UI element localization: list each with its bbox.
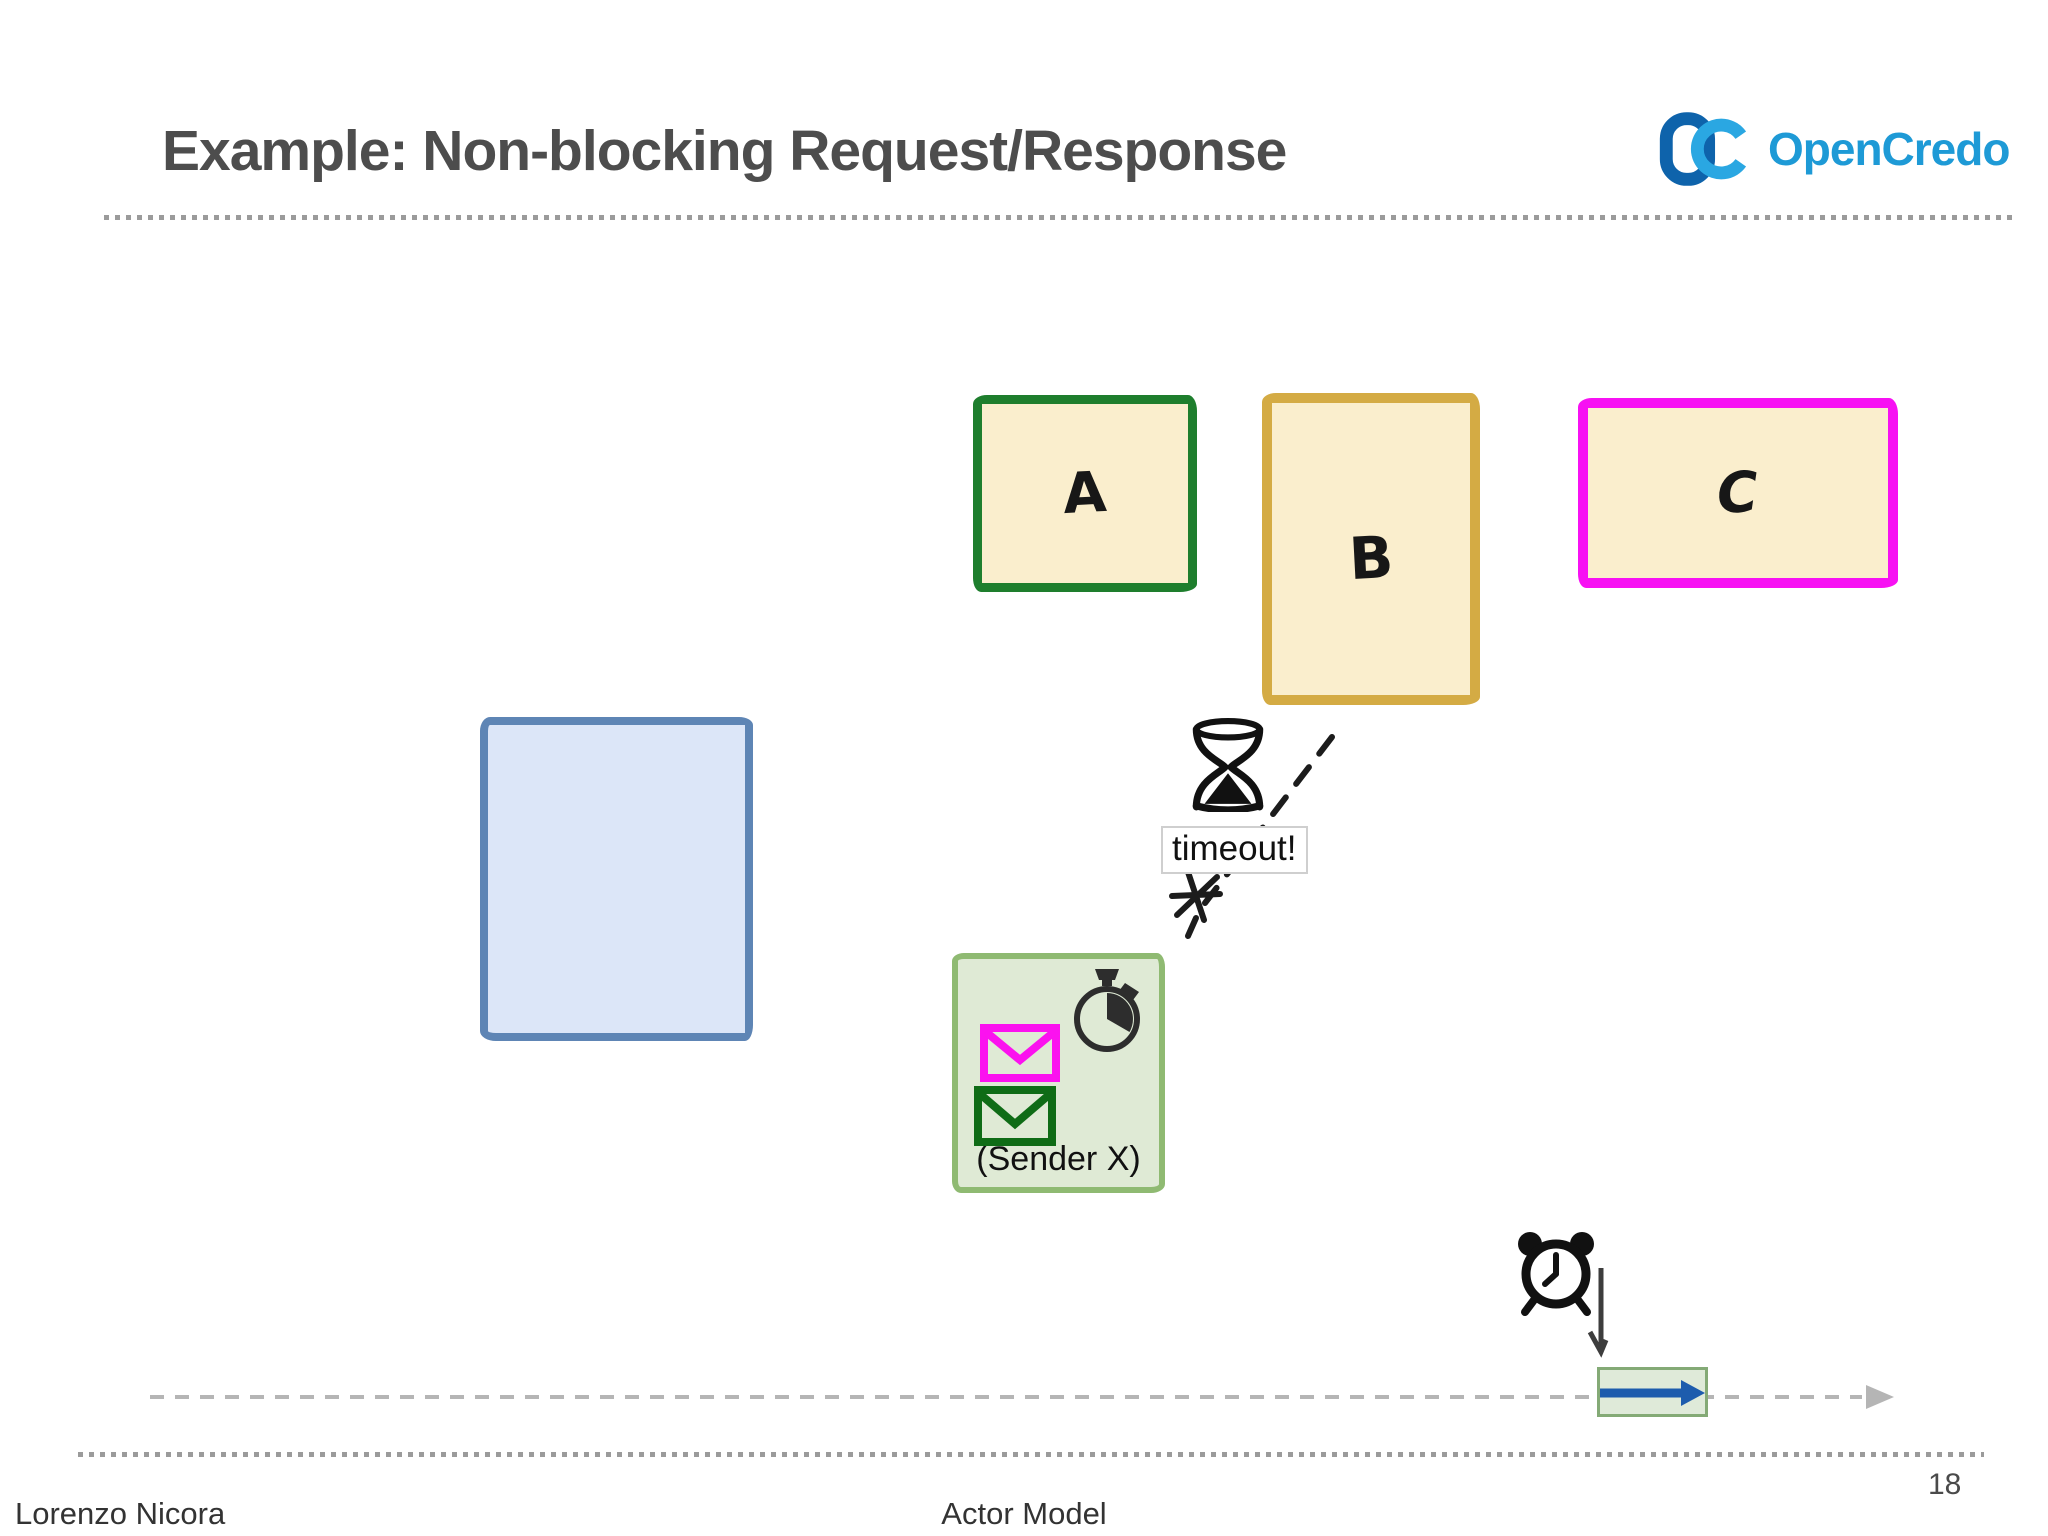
- timeline-progress-arrow: [1600, 1380, 1705, 1406]
- footer-deck-title: Actor Model: [941, 1496, 1107, 1531]
- actor-c-label: C: [1715, 459, 1761, 527]
- timeline-highlight-box: [1597, 1367, 1708, 1417]
- actor-box-a: A: [973, 395, 1197, 592]
- actor-box-c: C: [1578, 398, 1898, 588]
- actor-box-b: B: [1262, 393, 1480, 705]
- dropped-message-asterisk-icon: [1169, 869, 1223, 939]
- green-envelope-icon: [974, 1086, 1056, 1146]
- opencredo-logo: OpenCredo: [1658, 108, 2010, 190]
- opencredo-logo-text: OpenCredo: [1768, 123, 2010, 175]
- alarm-clock-icon: [1513, 1228, 1599, 1316]
- header-divider: [104, 215, 2012, 220]
- hourglass-icon: [1182, 716, 1274, 812]
- footer-divider: [78, 1452, 1984, 1457]
- stopwatch-icon: [1066, 966, 1148, 1056]
- sender-box-label: (Sender X): [976, 1140, 1141, 1178]
- actor-b-label: B: [1347, 522, 1395, 594]
- timeout-label: timeout!: [1161, 826, 1308, 874]
- magenta-envelope-icon: [980, 1024, 1060, 1082]
- actor-a-label: A: [1061, 459, 1109, 528]
- opencredo-monogram-icon: [1658, 108, 1750, 190]
- page-number: 18: [1928, 1468, 1962, 1501]
- page-title: Example: Non-blocking Request/Response: [162, 119, 1287, 183]
- footer-author: Lorenzo Nicora: [15, 1496, 226, 1531]
- future-result-box: [480, 717, 753, 1041]
